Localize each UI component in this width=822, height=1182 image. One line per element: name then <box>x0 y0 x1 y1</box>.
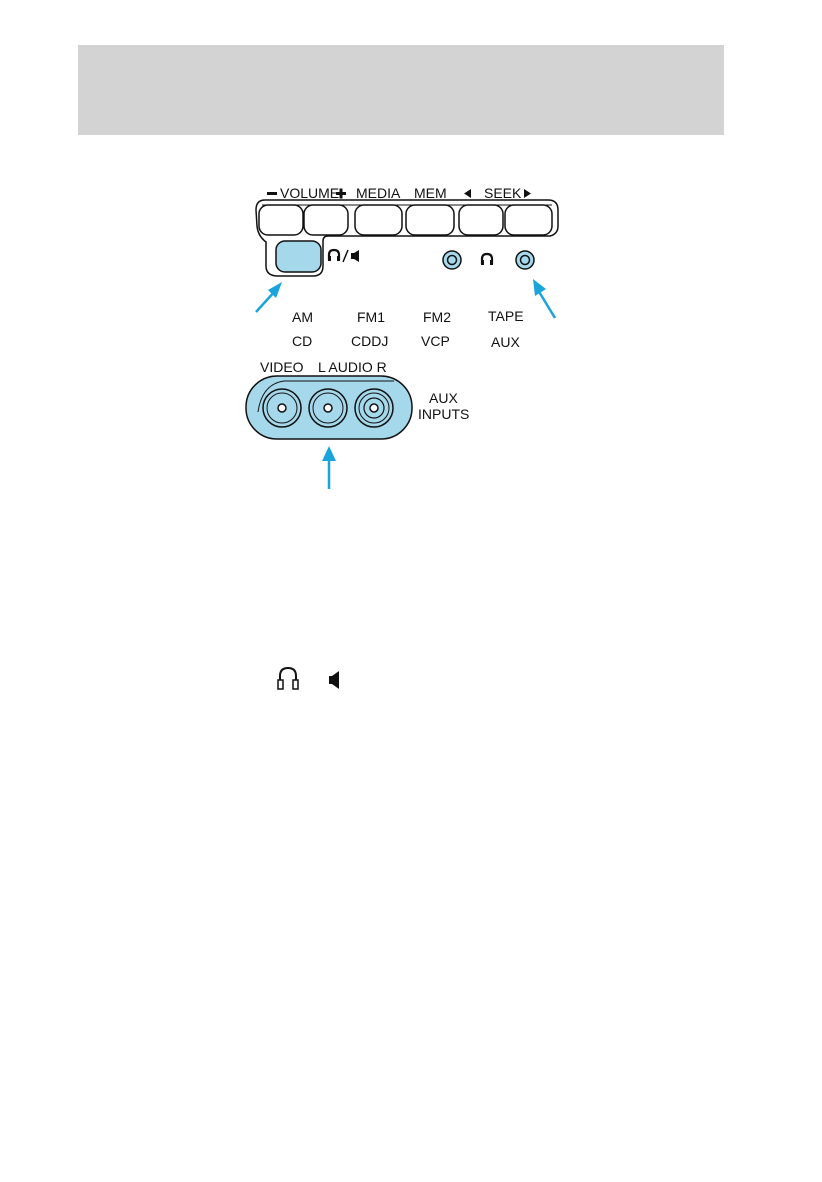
media-label: MEDIA <box>356 185 401 201</box>
video-label: VIDEO <box>260 359 304 375</box>
volume-up-button[interactable] <box>304 205 348 235</box>
headphone-icon <box>481 254 493 265</box>
arrow-button <box>256 282 282 312</box>
arrow-aux <box>322 446 336 489</box>
inline-symbols <box>277 666 347 694</box>
headphone-jack-left[interactable] <box>443 251 461 269</box>
rear-seat-controls-diagram: VOLUME MEDIA MEM SEEK <box>0 0 822 700</box>
mode-label: CDDJ <box>351 333 388 349</box>
media-button[interactable] <box>355 205 402 235</box>
volume-label: VOLUME <box>280 185 339 201</box>
mode-labels: AM FM1 FM2 TAPE CD CDDJ VCP AUX <box>292 308 524 350</box>
mode-label: AUX <box>491 334 520 350</box>
audio-right-jack[interactable] <box>355 389 393 427</box>
aux-inputs-label: INPUTS <box>418 406 469 422</box>
arrow-jack <box>533 279 555 318</box>
seek-right-icon <box>524 189 531 198</box>
seek-left-icon <box>464 189 471 198</box>
seek-up-button[interactable] <box>505 205 552 235</box>
headphone-icon <box>278 668 298 689</box>
mode-label: FM2 <box>423 309 451 325</box>
audio-left-jack[interactable] <box>309 389 347 427</box>
minus-icon <box>267 192 277 195</box>
headphone-speaker-button[interactable] <box>276 241 321 272</box>
audio-label: L AUDIO R <box>318 359 387 375</box>
headphone-speaker-icon <box>328 250 359 262</box>
mode-label: FM1 <box>357 309 385 325</box>
speaker-icon <box>329 671 339 689</box>
top-labels: VOLUME MEDIA MEM SEEK <box>267 185 531 201</box>
aux-inputs-label: AUX <box>429 390 458 406</box>
mem-label: MEM <box>414 185 447 201</box>
mode-label: TAPE <box>488 308 524 324</box>
mode-label: CD <box>292 333 312 349</box>
headphone-jack-right[interactable] <box>516 251 534 269</box>
volume-down-button[interactable] <box>259 205 303 235</box>
video-jack[interactable] <box>263 389 301 427</box>
mem-button[interactable] <box>406 205 454 235</box>
mode-label: AM <box>292 309 313 325</box>
seek-label: SEEK <box>484 185 522 201</box>
mode-label: VCP <box>421 333 450 349</box>
seek-down-button[interactable] <box>459 205 503 235</box>
